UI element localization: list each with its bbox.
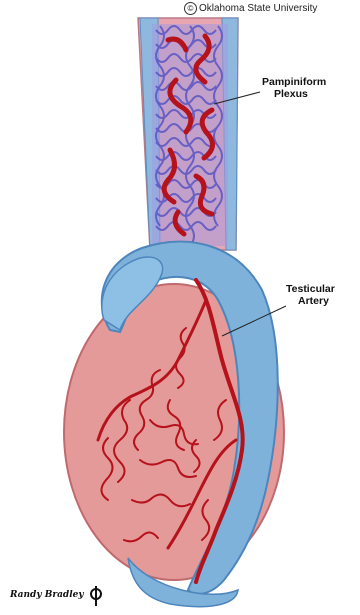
copyright-symbol: ©	[184, 2, 197, 15]
signature-mark	[91, 586, 101, 606]
testicular-label-line2: Artery	[298, 295, 335, 307]
copyright-text: Oklahoma State University	[199, 3, 317, 14]
artist-signature: Randy Bradley	[10, 590, 84, 600]
copyright-credit: ©Oklahoma State University	[184, 2, 317, 15]
pampiniform-label-line2: Plexus	[274, 88, 326, 100]
pampiniform-plexus	[152, 24, 228, 246]
pampiniform-label-line1: Pampiniform	[262, 76, 326, 88]
pampiniform-plexus-label: Pampiniform Plexus	[262, 76, 326, 100]
testicular-label-line1: Testicular	[286, 283, 335, 295]
testicular-artery-label: Testicular Artery	[286, 283, 335, 307]
